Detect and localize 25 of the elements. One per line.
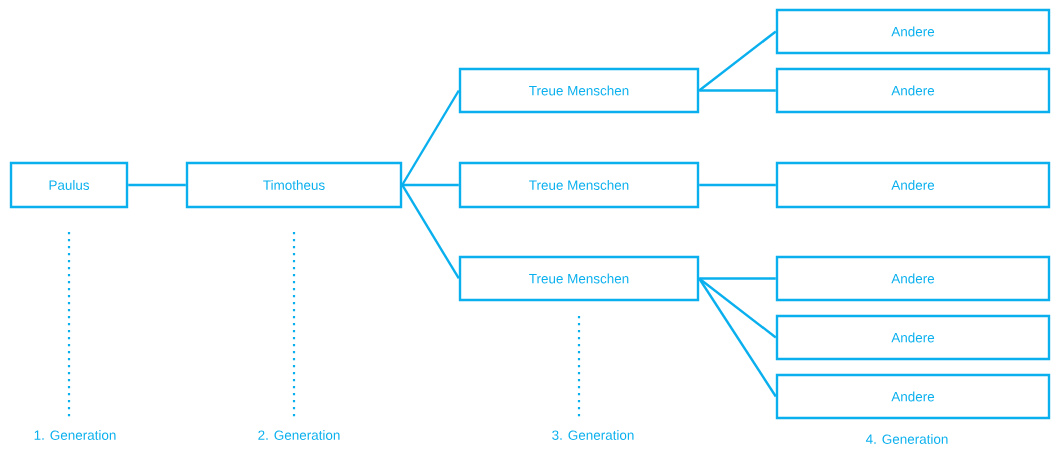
generation-label: 4. Generation	[865, 434, 948, 444]
connector-line	[699, 183, 776, 187]
name-box: Paulus	[9, 161, 129, 209]
connector-line	[698, 277, 777, 339]
name-box: Andere	[775, 255, 1051, 302]
name-box: Treue Menschen	[458, 161, 700, 209]
name-box: Andere	[775, 314, 1051, 361]
connector-line	[401, 89, 460, 186]
name-box: Treue Menschen	[458, 255, 700, 302]
generation-label: 1. Generation	[34, 430, 116, 440]
name-box: Andere	[775, 67, 1051, 114]
generation-label: 3. Generation	[552, 430, 634, 440]
connector-line	[698, 277, 777, 398]
connector-line	[699, 277, 776, 280]
name-box: Andere	[775, 161, 1051, 209]
connector-line	[698, 30, 777, 92]
connector-line	[401, 184, 460, 280]
connector-line	[128, 183, 186, 187]
name-box: Treue Menschen	[458, 67, 700, 114]
name-box: Andere	[775, 373, 1051, 420]
connector-line	[699, 89, 776, 92]
name-box: Timotheus	[185, 161, 403, 209]
connector-line	[402, 183, 459, 187]
generation-label: 2. Generation	[258, 430, 340, 440]
name-box: Andere	[775, 8, 1051, 55]
